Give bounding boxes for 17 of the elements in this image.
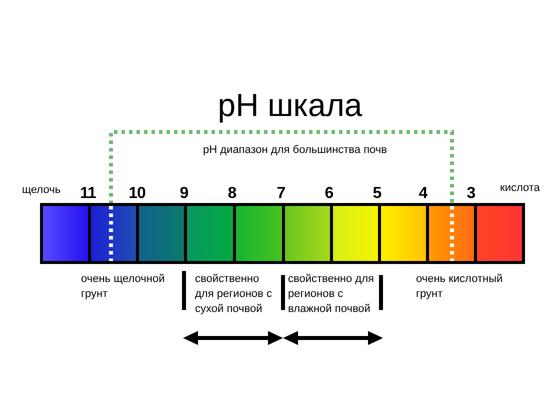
ph-value: 9 xyxy=(180,185,188,203)
ph-value: 6 xyxy=(324,185,334,203)
zone-note: очень кислотный грунт xyxy=(416,272,504,302)
ph-value: 8 xyxy=(228,185,236,203)
ph-value: 5 xyxy=(372,185,382,203)
ph-value: 3 xyxy=(466,185,476,203)
ph-value: 4 xyxy=(418,185,428,203)
zone-note: свойственно для регионов с сухой почвой xyxy=(195,272,273,317)
diagram-title: pH шкала xyxy=(218,88,362,122)
ph-value: 11 xyxy=(80,185,96,203)
zone-note: свойственно для регионов с влажной почвой xyxy=(288,272,375,317)
scale-end-label: щелочь xyxy=(22,183,61,197)
zone-note: очень щелочной грунт xyxy=(81,272,166,302)
ph-value: 7 xyxy=(276,185,286,203)
ph-value: 10 xyxy=(128,185,146,203)
scale-end-label: кислота xyxy=(500,181,540,195)
range-caption: pH диапазон для большинства почв xyxy=(203,143,387,157)
